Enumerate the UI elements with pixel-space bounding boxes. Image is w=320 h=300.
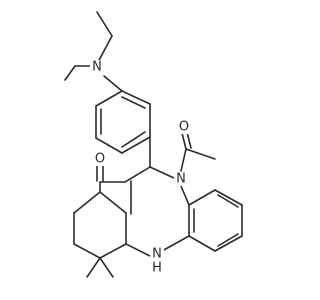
bond-ethyl-1a xyxy=(96,11,113,37)
atom-n-diethylamino: N xyxy=(90,60,104,75)
bond-ethyl-1b xyxy=(96,35,113,65)
bond-aryl-double-a xyxy=(121,96,146,109)
bond-ring-3 xyxy=(73,243,101,259)
atom-h-amine-label: H xyxy=(152,261,162,276)
bond-ring-6 xyxy=(99,191,127,214)
bond-aryl-4 xyxy=(95,137,123,154)
bond-namide-benzo xyxy=(180,185,190,206)
bond-benzo-5 xyxy=(214,189,243,206)
atom-o-ketone: O xyxy=(93,152,107,167)
bond-acetyl-methyl xyxy=(185,148,216,160)
bond-ch-c11a xyxy=(124,166,151,183)
atom-n-amide: N xyxy=(174,172,188,187)
atom-o-acetyl-label: O xyxy=(179,120,189,135)
atom-o-acetyl: O xyxy=(177,120,191,135)
bond-benzo-double-b xyxy=(217,233,239,247)
bond-gem-methyl-2 xyxy=(99,257,114,278)
atom-o-ketone-label: O xyxy=(95,152,105,167)
bond-aryl-1 xyxy=(121,90,151,105)
atom-n-amide-label: N xyxy=(176,172,186,187)
atom-n-amine: N H xyxy=(150,247,164,276)
bond-nh-benzo xyxy=(161,235,190,252)
bond-c11a-nh xyxy=(125,243,155,259)
bond-acetyl-co-2 xyxy=(186,131,192,149)
bond-aryl-double-b xyxy=(121,131,146,148)
bond-aryl-6 xyxy=(95,90,123,107)
bond-ethyl-2a xyxy=(64,65,76,81)
bond-acetyl-co-1 xyxy=(181,132,187,150)
bond-benzo-2 xyxy=(188,235,216,252)
atom-label-layer: N O N O N H xyxy=(90,60,191,276)
bond-benzo-double-c xyxy=(217,194,239,208)
atom-n-amine-label: N xyxy=(152,247,162,262)
molecule-structure: N O N O N H xyxy=(64,11,243,278)
bond-n-aryl xyxy=(103,75,123,92)
bond-layer xyxy=(64,11,243,278)
atom-n-diethylamino-label: N xyxy=(92,60,102,75)
bond-benzo-6 xyxy=(188,189,216,206)
bond-ring-1 xyxy=(73,191,101,214)
bond-benzo-3 xyxy=(214,235,243,252)
bond-ch-namide xyxy=(149,166,175,179)
bond-ring-4 xyxy=(99,243,127,259)
bond-gem-methyl-1 xyxy=(86,257,101,278)
bond-namide-acetyl xyxy=(180,148,187,172)
structure-canvas: N O N O N H xyxy=(64,11,243,278)
bond-aryl-3 xyxy=(121,136,151,154)
